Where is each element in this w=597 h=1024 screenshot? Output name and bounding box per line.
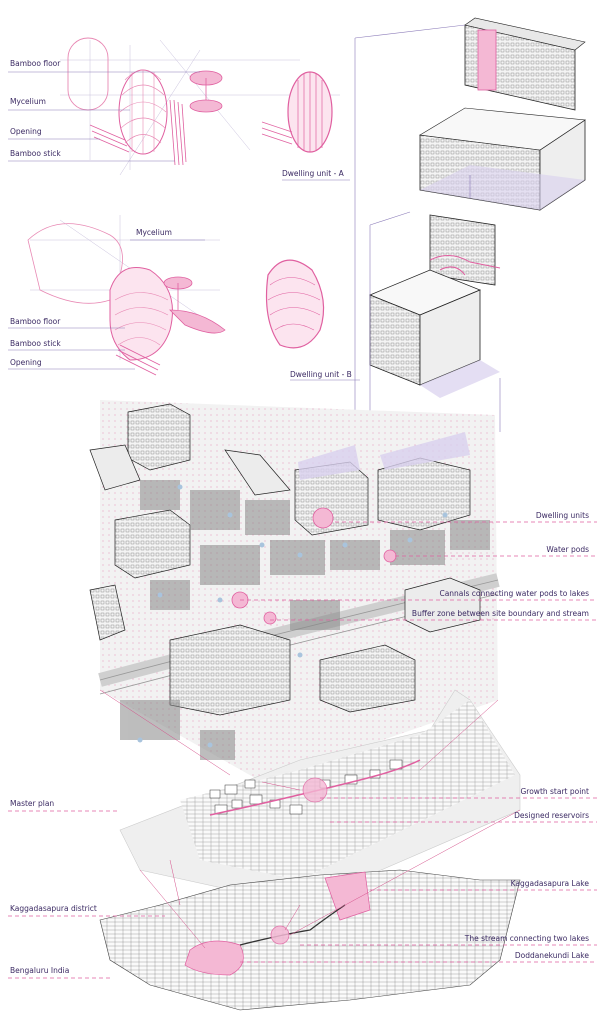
unit-b-exploded-drawing: [27, 215, 226, 376]
label-growth-start-point: Growth start point: [520, 787, 589, 796]
label-designed-reservoirs: Designed reservoirs: [514, 811, 589, 820]
label-unit-b-opening: Opening: [10, 358, 42, 367]
label-connecting-stream: The stream connecting two lakes: [464, 934, 589, 943]
label-unit-b-bamboo-stick: Bamboo stick: [10, 339, 61, 348]
label-unit-a-bamboo-stick: Bamboo stick: [10, 149, 61, 158]
label-kaggadasapura-district: Kaggadasapura district: [10, 904, 97, 913]
kaggadasapura-lake: [324, 871, 371, 921]
leader-lines: [8, 71, 597, 979]
district-map: [99, 809, 521, 1011]
label-unit-a-opening: Opening: [10, 127, 42, 136]
label-cannals: Cannals connecting water pods to lakes: [439, 589, 589, 598]
label-unit-b-bamboo-floor: Bamboo floor: [10, 317, 61, 326]
master-plan-map: [99, 689, 521, 906]
caption-dwelling-unit-a: Dwelling unit - A: [282, 169, 344, 178]
site-axonometric: [89, 400, 500, 782]
label-dwelling-units: Dwelling units: [535, 511, 589, 520]
unit-b-assembled: [265, 259, 325, 349]
label-water-pods: Water pods: [546, 545, 589, 554]
label-master-plan: Master plan: [10, 799, 55, 808]
doddanekundi-lake: [184, 940, 244, 976]
connecting-stream: [239, 904, 346, 946]
unit-a-assembled: [261, 71, 333, 153]
label-unit-a-bamboo-floor: Bamboo floor: [10, 59, 61, 68]
label-unit-a-mycelium: Mycelium: [10, 97, 46, 106]
unit-a-exploded-drawing: [60, 37, 340, 176]
label-unit-b-mycelium: Mycelium: [136, 228, 172, 237]
label-buffer-zone: Buffer zone between site boundary and st…: [411, 609, 589, 618]
label-bengaluru-india: Bengaluru India: [10, 966, 70, 975]
label-doddanekundi-lake: Doddanekundi Lake: [514, 951, 589, 960]
label-kaggadasapura-lake: Kaggadasapura Lake: [510, 879, 589, 888]
building-a-tower: [419, 17, 586, 211]
caption-dwelling-unit-b: Dwelling unit - B: [290, 370, 352, 379]
building-b-tower: [369, 214, 501, 398]
